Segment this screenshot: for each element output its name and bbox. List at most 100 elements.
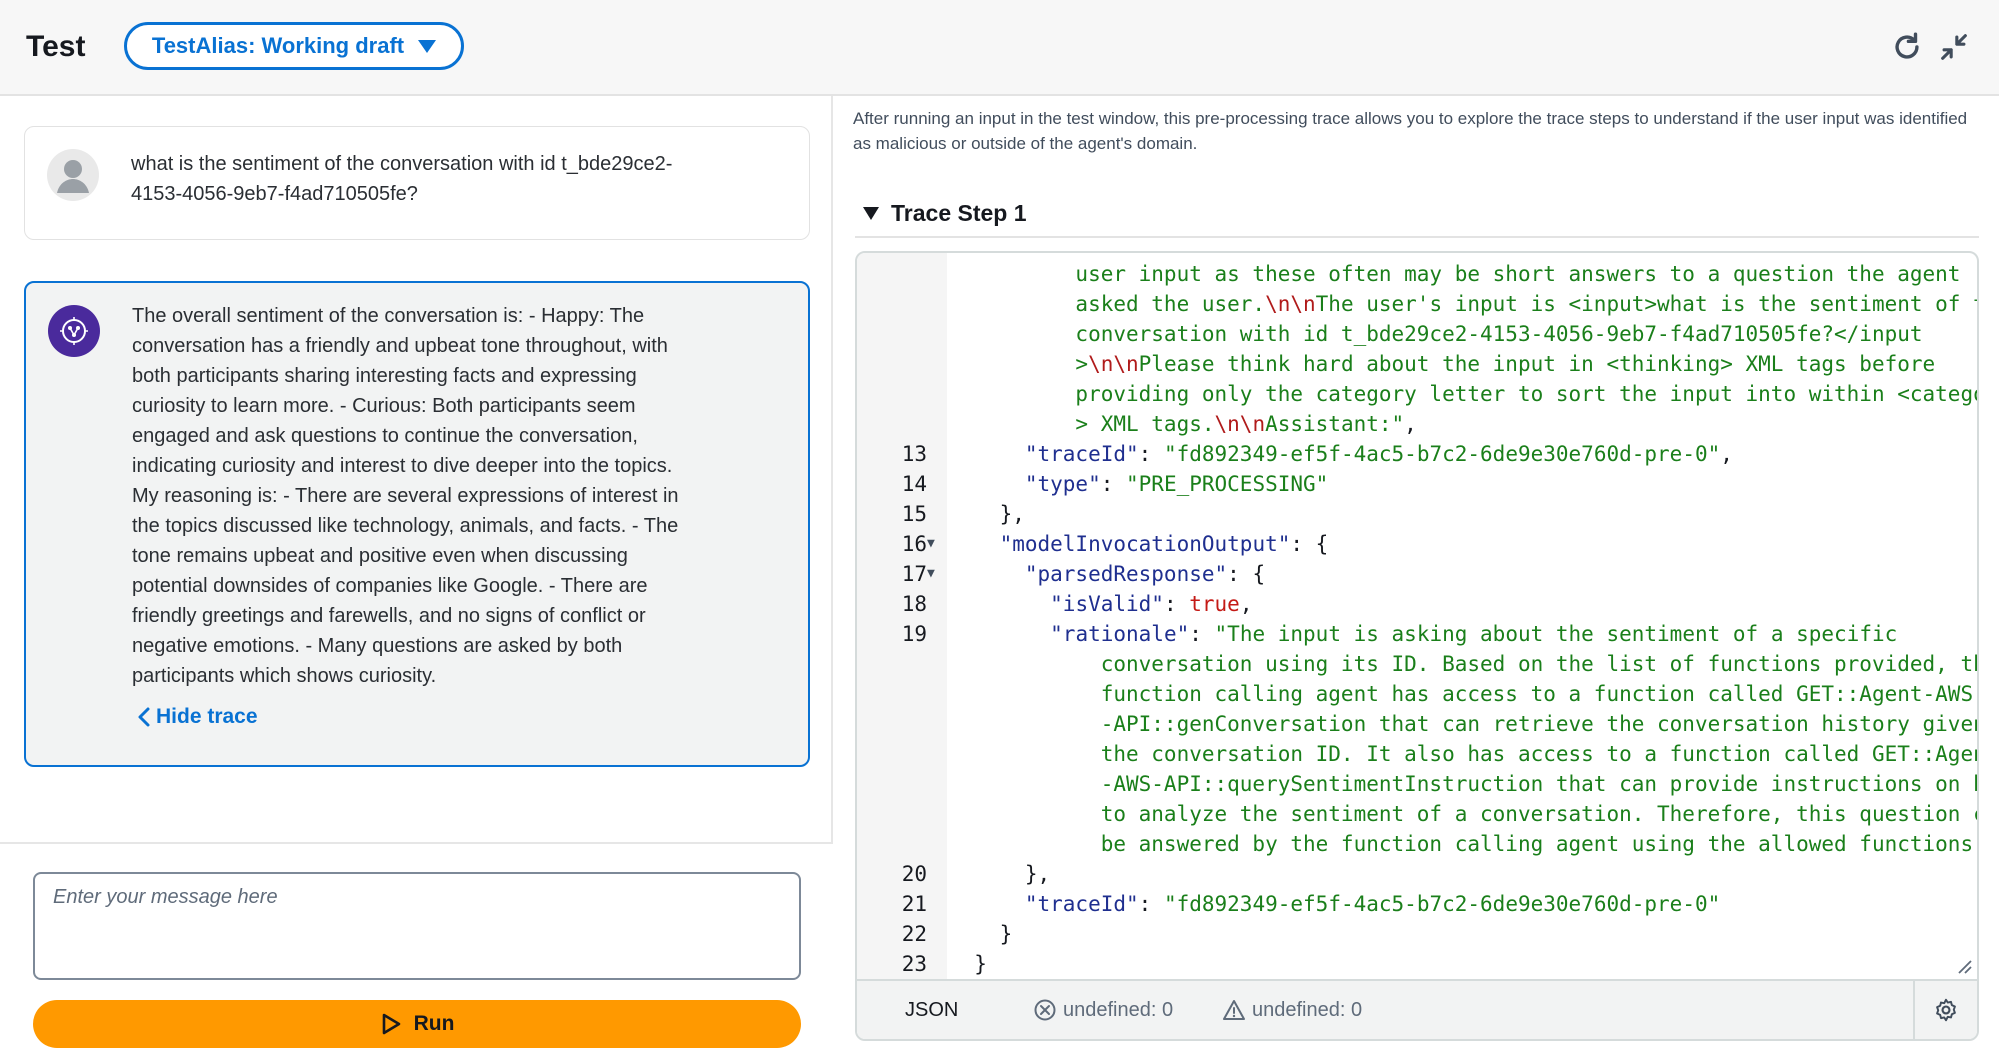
code-text: }	[949, 922, 1013, 946]
code-line: 13 "traceId": "fd892349-ef5f-4ac5-b7c2-6…	[857, 439, 1977, 469]
code-line: user input as these often may be short a…	[857, 259, 1977, 289]
line-number: 23	[901, 952, 927, 976]
code-text: conversation using its ID. Based on the …	[949, 652, 1977, 676]
code-line: asked the user.\n\nThe user's input is <…	[857, 289, 1977, 319]
line-number: 15	[901, 502, 927, 526]
user-message-text: what is the sentiment of the conversatio…	[131, 153, 673, 205]
code-line: 16▼ "modelInvocationOutput": {	[857, 529, 1977, 559]
code-text: "traceId": "fd892349-ef5f-4ac5-b7c2-6de9…	[1024, 442, 1733, 466]
line-number: 13	[901, 442, 927, 466]
editor-status-bar: JSON undefined: 0 undefined: 0	[857, 979, 1977, 1039]
code-line: the conversation ID. It also has access …	[857, 739, 1977, 769]
code-line: function calling agent has access to a f…	[857, 679, 1977, 709]
line-number: 19	[901, 622, 927, 646]
code-text: "isValid": true,	[1050, 592, 1253, 616]
line-number: 16	[901, 532, 927, 556]
gear-icon	[1936, 998, 1956, 1022]
user-message: what is the sentiment of the conversatio…	[24, 126, 810, 240]
user-avatar-icon	[47, 149, 99, 201]
run-button-label: Run	[413, 1012, 455, 1035]
code-text: },	[949, 862, 1051, 886]
code-content[interactable]: user input as these often may be short a…	[857, 253, 1977, 983]
caret-down-icon	[418, 39, 437, 53]
trace-panel: After running an input in the test windo…	[835, 96, 1999, 1059]
hide-trace-link[interactable]: Hide trace	[136, 705, 258, 729]
chat-panel: what is the sentiment of the conversatio…	[0, 96, 833, 1059]
code-text: asked the user.\n\nThe user's input is <…	[949, 292, 1977, 316]
editor-mode-label: JSON	[905, 998, 959, 1021]
code-line: 17▼ "parsedResponse": {	[857, 559, 1977, 589]
trace-step-title: Trace Step 1	[891, 200, 1027, 226]
code-line: 14 "type": "PRE_PROCESSING"	[857, 469, 1977, 499]
error-icon	[1034, 999, 1056, 1021]
warning-count[interactable]: undefined: 0	[1222, 998, 1362, 1022]
agent-message-text: The overall sentiment of the conversatio…	[132, 305, 679, 687]
line-number: 21	[901, 892, 927, 916]
line-number: 14	[901, 472, 927, 496]
warning-count-label: undefined: 0	[1252, 998, 1363, 1021]
code-text: function calling agent has access to a f…	[949, 682, 1974, 706]
code-line: > XML tags.\n\nAssistant:",	[857, 409, 1977, 439]
json-code-editor[interactable]: user input as these often may be short a…	[855, 251, 1979, 1041]
line-number-gutter	[857, 253, 947, 983]
code-text: -AWS-API::querySentimentInstruction that…	[949, 772, 1977, 796]
code-text: providing only the category letter to so…	[949, 382, 1977, 406]
code-text: }	[949, 952, 987, 976]
hide-trace-label: Hide trace	[156, 705, 258, 728]
code-line: -API::genConversation that can retrieve …	[857, 709, 1977, 739]
code-line: conversation using its ID. Based on the …	[857, 649, 1977, 679]
resize-handle-icon[interactable]	[1955, 957, 1973, 975]
code-text: "traceId": "fd892349-ef5f-4ac5-b7c2-6de9…	[1024, 892, 1721, 916]
code-text: "modelInvocationOutput": {	[999, 532, 1329, 556]
fold-toggle-icon[interactable]: ▼	[927, 566, 935, 581]
code-text: conversation with id t_bde29ce2-4153-405…	[949, 322, 1923, 346]
code-line: providing only the category letter to so…	[857, 379, 1977, 409]
divider	[855, 236, 1979, 238]
code-line: -AWS-API::querySentimentInstruction that…	[857, 769, 1977, 799]
code-line: 19 "rationale": "The input is asking abo…	[857, 619, 1977, 649]
message-input[interactable]	[33, 872, 801, 980]
trace-step-toggle[interactable]: Trace Step 1	[863, 200, 1027, 227]
alias-dropdown-label: TestAlias: Working draft	[151, 33, 405, 58]
code-line: 22 }	[857, 919, 1977, 949]
play-icon	[382, 1013, 400, 1035]
agent-message: The overall sentiment of the conversatio…	[24, 281, 810, 767]
collapse-icon[interactable]	[1937, 30, 1971, 64]
fold-toggle-icon[interactable]: ▼	[927, 536, 935, 551]
run-button[interactable]: Run	[33, 1000, 801, 1048]
code-line: conversation with id t_bde29ce2-4153-405…	[857, 319, 1977, 349]
code-text: "type": "PRE_PROCESSING"	[1024, 472, 1329, 496]
test-header: Test TestAlias: Working draft	[0, 0, 1999, 96]
error-count-label: undefined: 0	[1063, 998, 1174, 1021]
code-text: -API::genConversation that can retrieve …	[949, 712, 1977, 736]
refresh-icon[interactable]	[1890, 30, 1924, 64]
error-count[interactable]: undefined: 0	[1033, 998, 1173, 1022]
editor-settings-button[interactable]	[1913, 981, 1977, 1039]
code-text: to analyze the sentiment of a conversati…	[949, 802, 1977, 826]
agent-avatar-icon	[48, 305, 100, 357]
page-title: Test	[26, 30, 86, 63]
code-text: >\n\nPlease think hard about the input i…	[949, 352, 1936, 376]
code-text: the conversation ID. It also has access …	[949, 742, 1977, 766]
code-text: user input as these often may be short a…	[949, 262, 1961, 286]
chat-input-area: Run	[0, 842, 833, 1059]
chevron-left-icon	[138, 707, 150, 727]
line-number: 17	[901, 562, 927, 586]
code-line: >\n\nPlease think hard about the input i…	[857, 349, 1977, 379]
alias-dropdown[interactable]: TestAlias: Working draft	[124, 22, 464, 70]
code-line: be answered by the function calling agen…	[857, 829, 1977, 859]
code-text: be answered by the function calling agen…	[949, 832, 1977, 856]
code-line: 18 "isValid": true,	[857, 589, 1977, 619]
code-line: 23 }	[857, 949, 1977, 979]
code-line: 20 },	[857, 859, 1977, 889]
trace-description: After running an input in the test windo…	[853, 109, 1968, 153]
line-number: 20	[901, 862, 927, 886]
line-number: 18	[901, 592, 927, 616]
code-line: 21 "traceId": "fd892349-ef5f-4ac5-b7c2-6…	[857, 889, 1977, 919]
caret-down-icon	[863, 207, 879, 220]
line-number: 22	[901, 922, 927, 946]
code-line: to analyze the sentiment of a conversati…	[857, 799, 1977, 829]
warning-icon	[1223, 1000, 1245, 1020]
code-text: "parsedResponse": {	[1024, 562, 1266, 586]
code-text: },	[949, 502, 1025, 526]
